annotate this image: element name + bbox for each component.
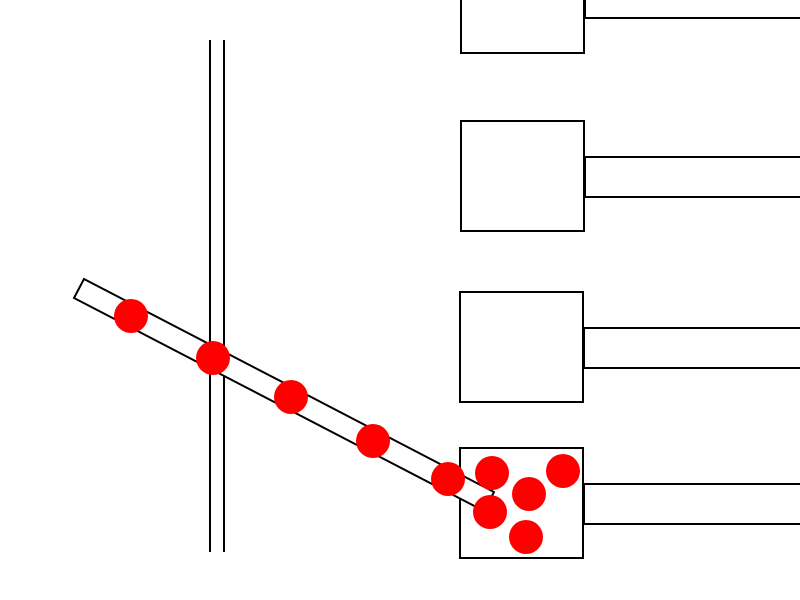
bin-1-box: [460, 0, 585, 54]
bin-ball[interactable]: [475, 456, 509, 490]
bin-3-pipe: [583, 327, 800, 369]
bin-2-pipe: [584, 156, 800, 198]
bin-3: [459, 291, 800, 403]
ramp-ball[interactable]: [431, 462, 465, 496]
bin-1: [460, 0, 800, 54]
bin-1-pipe: [584, 0, 800, 19]
bin-ball[interactable]: [473, 495, 507, 529]
bin-ball[interactable]: [509, 520, 543, 554]
ramp-ball[interactable]: [274, 380, 308, 414]
bin-4-pipe: [583, 483, 800, 525]
bin-2-box: [460, 120, 585, 232]
ramp-ball[interactable]: [196, 341, 230, 375]
bin-ball[interactable]: [512, 477, 546, 511]
ramp-ball[interactable]: [356, 424, 390, 458]
bin-3-box: [459, 291, 584, 403]
bin-ball[interactable]: [546, 454, 580, 488]
vertical-wall: [209, 40, 225, 552]
bin-2: [460, 120, 800, 232]
ramp-ball[interactable]: [114, 299, 148, 333]
